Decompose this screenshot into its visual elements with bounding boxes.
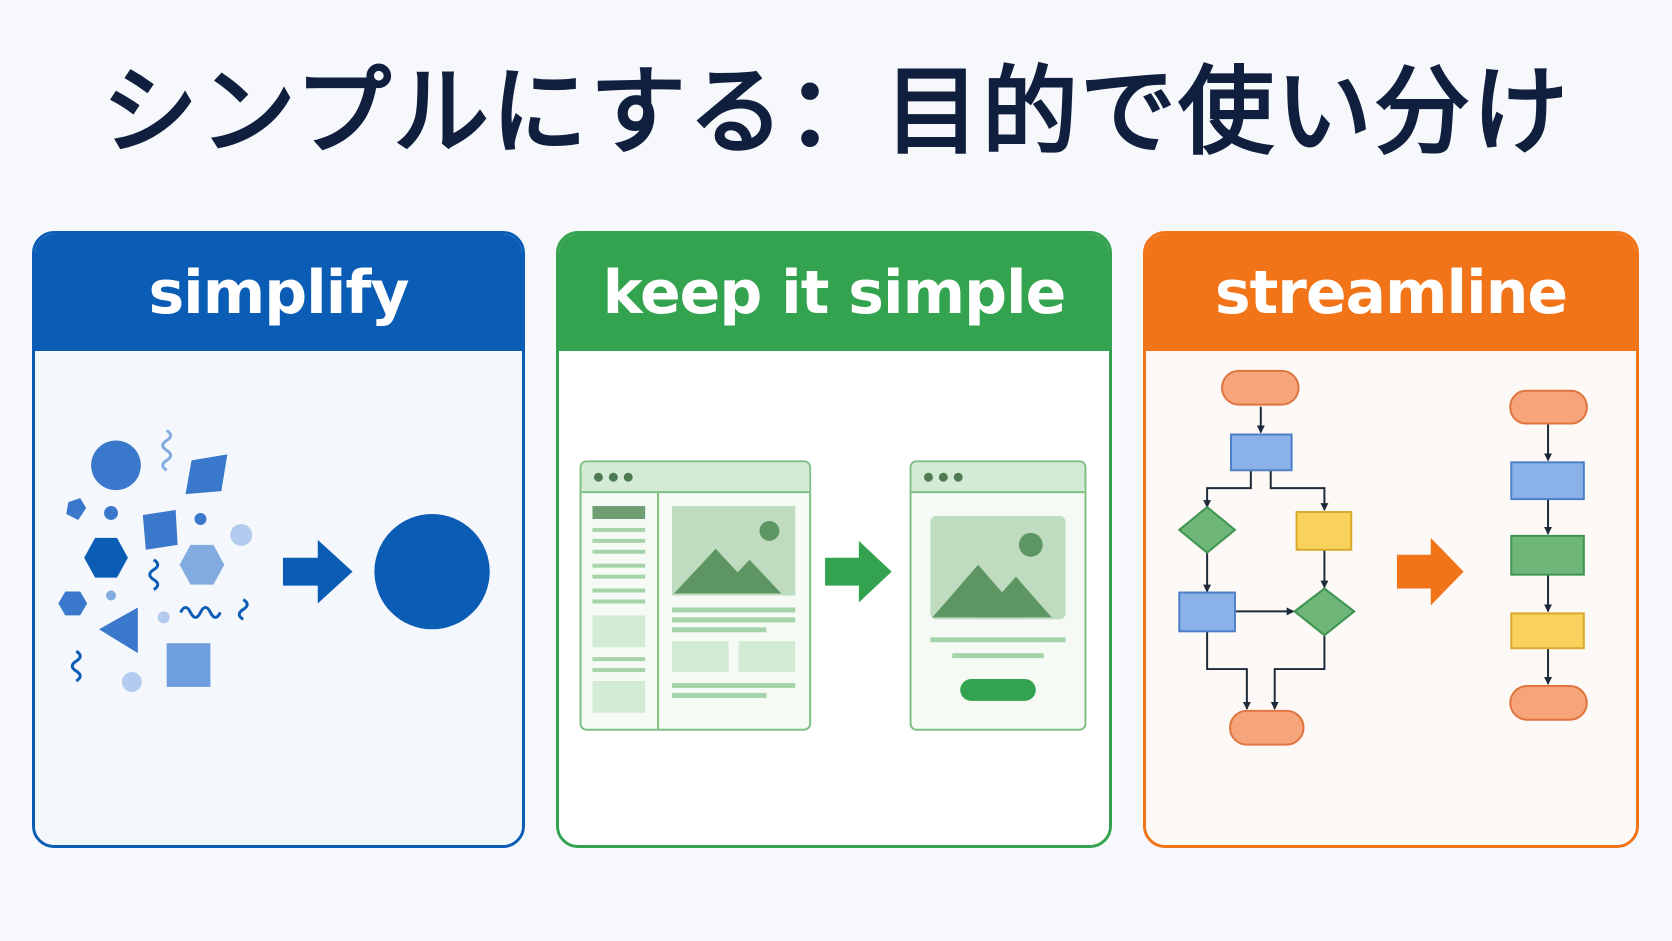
triangle-shape xyxy=(99,607,138,654)
card-simplify-header: simplify xyxy=(35,234,522,351)
complex-flowchart xyxy=(1177,369,1356,746)
card-simplify-body xyxy=(35,351,522,845)
squiggle-shape xyxy=(161,429,173,472)
card-keep-body xyxy=(559,351,1109,845)
square-shape xyxy=(166,643,211,687)
circle-shape xyxy=(91,440,141,491)
arrow-right-icon xyxy=(825,540,892,603)
card-keep-header: keep it simple xyxy=(559,234,1109,351)
hexagon-shape xyxy=(179,544,225,585)
card-streamline-body xyxy=(1146,351,1636,845)
card-keep-it-simple: keep it simple xyxy=(556,231,1112,848)
card-streamline-header: streamline xyxy=(1146,234,1636,351)
simplify-illustration xyxy=(58,429,490,692)
dot-shape xyxy=(121,672,142,692)
squiggle-shape xyxy=(70,649,82,683)
squiggle-shape xyxy=(148,558,160,591)
squiggle-shape xyxy=(179,605,222,619)
hexagon-shape xyxy=(66,498,87,520)
clean-webpage-icon xyxy=(909,460,1087,731)
streamline-illustration xyxy=(1177,369,1588,746)
arrow-right-icon xyxy=(1396,537,1464,606)
card-simplify: simplify xyxy=(32,231,525,848)
scattered-shapes xyxy=(58,429,253,692)
card-streamline: streamline xyxy=(1143,231,1639,848)
cluttered-webpage-icon xyxy=(579,460,812,731)
dot-shape xyxy=(104,506,118,520)
linear-flowchart xyxy=(1509,389,1588,721)
arrow-right-icon xyxy=(282,539,353,604)
hexagon-shape xyxy=(58,591,88,616)
keep-illustration xyxy=(579,460,1087,731)
dot-shape xyxy=(106,590,116,601)
square-shape xyxy=(142,510,178,550)
dot-shape xyxy=(194,513,207,525)
single-circle xyxy=(374,514,490,630)
dot-shape xyxy=(157,611,170,624)
square-shape xyxy=(185,454,228,495)
page-title: シンプルにする：目的で使い分け xyxy=(101,56,1571,168)
hexagon-shape xyxy=(84,537,128,578)
squiggle-shape xyxy=(237,598,249,621)
dot-shape xyxy=(230,523,253,546)
